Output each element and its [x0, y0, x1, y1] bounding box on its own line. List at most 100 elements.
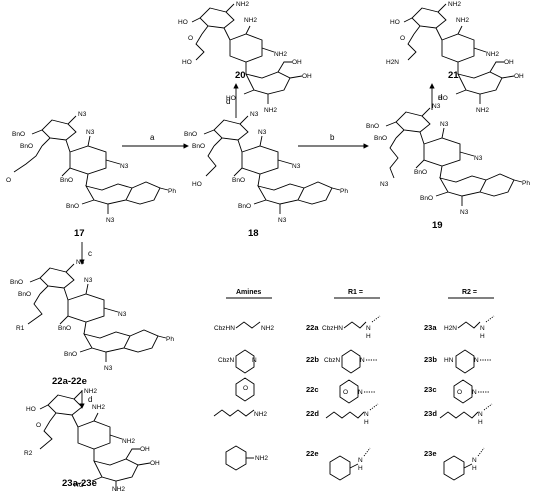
header-r1: R1 =	[348, 289, 363, 296]
label-n3: N3	[380, 181, 389, 188]
label-oh: OH	[504, 59, 514, 66]
label-nh2: NH2	[236, 1, 249, 8]
svg-text:N: N	[472, 457, 477, 464]
svg-text:23e: 23e	[424, 449, 437, 458]
label-nh2: NH2	[486, 51, 499, 58]
svg-text:N: N	[478, 411, 483, 418]
svg-text:23b: 23b	[424, 355, 437, 364]
compound-19: N3 BnO BnO N3 N3 BnO BnO N3 Ph N3	[366, 103, 530, 216]
label-n3: N3	[104, 365, 113, 372]
svg-text:CbzHN: CbzHN	[322, 325, 343, 332]
step-c: c	[88, 249, 92, 258]
step-b: b	[330, 133, 335, 142]
label-ho: HO	[192, 181, 202, 188]
table-row: CbzN N 22b CbzN N 23b HN N	[218, 349, 492, 374]
label-o: O	[188, 35, 193, 42]
label-n3: N3	[292, 163, 301, 170]
label-nh2: NH2	[92, 404, 105, 411]
label-o: O	[400, 35, 405, 42]
header-amines: Amines	[236, 289, 261, 296]
label-nh2: NH2	[244, 17, 257, 24]
svg-text:O: O	[343, 389, 348, 396]
label-oh: OH	[514, 73, 524, 80]
label-nh2: NH2	[122, 438, 135, 445]
label-ph: Ph	[166, 336, 174, 343]
label-ph: Ph	[168, 188, 176, 195]
svg-text:H: H	[472, 465, 477, 472]
label-bno: BnO	[64, 351, 77, 358]
compound-number-23: 23a-23e	[62, 478, 97, 489]
label-bno: BnO	[374, 135, 387, 142]
label-oh: OH	[302, 73, 312, 80]
label-n3: N3	[84, 277, 93, 284]
label-n3: N3	[118, 311, 127, 318]
svg-text:23a: 23a	[424, 323, 437, 332]
svg-text:22e: 22e	[306, 449, 319, 458]
label-ho: HO	[226, 95, 236, 102]
table-row: CbzHN NH2 22a CbzHN N H 23a H2N N H	[214, 315, 495, 340]
svg-text:23c: 23c	[424, 385, 437, 394]
step-d-21: d	[438, 93, 442, 102]
label-n3: N3	[460, 209, 469, 216]
svg-text:N: N	[360, 357, 365, 364]
label-n3: N3	[474, 155, 483, 162]
label-bno: BnO	[366, 123, 379, 130]
svg-text:O: O	[457, 389, 462, 396]
svg-text:H2N: H2N	[444, 325, 457, 332]
table-row: NH2 22e N H 23e N H	[225, 445, 485, 481]
label-n3: N3	[250, 111, 259, 118]
label-n3: N3	[432, 103, 441, 110]
header-r2: R2 =	[462, 289, 477, 296]
compound-18: N3 BnO BnO N3 N3 BnO BnO N3 Ph HO	[184, 111, 348, 224]
label-nh2: NH2	[274, 51, 287, 58]
svg-text:NH2: NH2	[255, 455, 268, 462]
compound-number-22: 22a-22e	[52, 376, 87, 387]
label-bno: BnO	[184, 131, 197, 138]
label-nh2: NH2	[448, 1, 461, 8]
label-n3: N3	[440, 121, 449, 128]
label-nh2: NH2	[264, 107, 277, 114]
label-ho: HO	[74, 482, 84, 489]
compound-number-17: 17	[74, 228, 85, 239]
compound-17: N3 BnO BnO N3 N3 BnO BnO N3 Ph O	[6, 111, 176, 224]
label-ho: HO	[26, 406, 36, 413]
label-n3: N3	[120, 163, 129, 170]
table-row: NH2 22d N H 23d N H	[213, 403, 493, 426]
compound-20: NH2 HO O NH2 NH2 HO NH2 OH OH HO	[178, 1, 312, 114]
svg-text:H: H	[478, 419, 483, 426]
label-o: O	[36, 422, 41, 429]
compound-21: NH2 HO O NH2 NH2 HO NH2 OH OH H2N	[386, 1, 524, 114]
svg-text:CbzN: CbzN	[218, 357, 235, 364]
label-nh2: NH2	[112, 486, 125, 493]
svg-text:H: H	[364, 419, 369, 426]
label-r1: R1	[16, 325, 25, 332]
label-bno: BnO	[58, 325, 71, 332]
svg-text:CbzHN: CbzHN	[214, 325, 235, 332]
compound-number-19: 19	[432, 220, 443, 231]
label-nh2: NH2	[84, 388, 97, 395]
label-n3: N3	[278, 217, 287, 224]
svg-text:N: N	[364, 411, 369, 418]
label-oh: OH	[150, 460, 160, 467]
label-nh2: NH2	[456, 17, 469, 24]
svg-text:NH2: NH2	[254, 411, 267, 418]
label-bno: BnO	[414, 169, 427, 176]
label-oh: OH	[140, 446, 150, 453]
amine-table: Amines R1 = R2 = CbzHN NH2 22a CbzHN N H…	[213, 289, 495, 481]
svg-text:22c: 22c	[306, 385, 319, 394]
svg-text:N: N	[252, 357, 257, 364]
label-nh2: NH2	[476, 107, 489, 114]
svg-text:23d: 23d	[424, 409, 437, 418]
label-ho: HO	[182, 59, 192, 66]
svg-text:N: N	[474, 357, 479, 364]
label-bno: BnO	[66, 203, 79, 210]
svg-text:22a: 22a	[306, 323, 319, 332]
label-bno: BnO	[232, 177, 245, 184]
label-bno: BnO	[238, 203, 251, 210]
compound-22: N3 BnO BnO N3 N3 BnO BnO N3 Ph R1	[10, 259, 174, 372]
svg-text:22d: 22d	[306, 409, 319, 418]
label-n3: N3	[86, 129, 95, 136]
svg-text:N: N	[366, 325, 371, 332]
label-n3: N3	[78, 111, 87, 118]
